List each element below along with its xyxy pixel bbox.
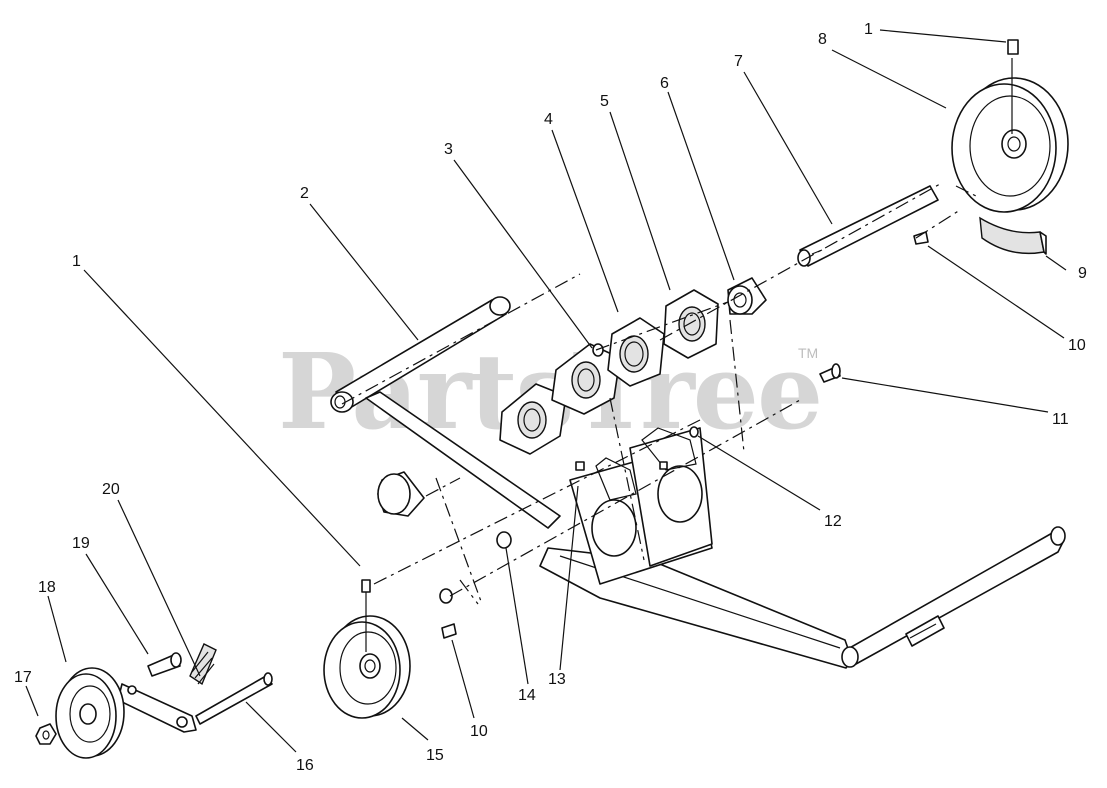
callout-4: 4 bbox=[544, 111, 553, 128]
frame-rod bbox=[365, 391, 561, 529]
center-bracket bbox=[569, 427, 713, 585]
spacer-left bbox=[377, 471, 425, 517]
callout-14: 14 bbox=[518, 687, 536, 704]
callout-11: 11 bbox=[1052, 411, 1069, 428]
callout-8: 8 bbox=[818, 31, 827, 48]
callout-10-lower: 10 bbox=[470, 723, 488, 740]
part-16-idler-arm bbox=[117, 672, 273, 733]
part-9-guard bbox=[979, 216, 1047, 255]
callout-1-top: 1 bbox=[864, 21, 873, 38]
part-11-bolt bbox=[819, 363, 841, 383]
part-5-flange bbox=[663, 289, 719, 359]
part-3-flange-left bbox=[499, 383, 567, 455]
callout-labels: 1 1 2 3 4 5 6 7 8 9 10 10 11 12 13 14 15… bbox=[14, 21, 1087, 774]
callout-12: 12 bbox=[824, 513, 842, 530]
part-19-bolt bbox=[147, 652, 182, 677]
callout-18: 18 bbox=[38, 579, 56, 596]
callout-19: 19 bbox=[72, 535, 90, 552]
callout-5: 5 bbox=[600, 93, 609, 110]
callout-2: 2 bbox=[300, 185, 309, 202]
watermark-trademark: TM bbox=[798, 345, 818, 361]
part-8-pulley bbox=[951, 39, 1069, 213]
callout-6: 6 bbox=[660, 75, 669, 92]
callout-13: 13 bbox=[548, 671, 566, 688]
part-20-spring bbox=[189, 643, 217, 686]
part-14-spacer bbox=[439, 531, 512, 604]
part-6-bushing bbox=[727, 277, 767, 315]
part-10-key-upper bbox=[913, 231, 929, 245]
part-15-pulley bbox=[323, 579, 457, 719]
callout-7: 7 bbox=[734, 53, 743, 70]
part-17-nut bbox=[35, 723, 57, 745]
callout-1-left: 1 bbox=[72, 253, 81, 270]
part-7-shaft bbox=[797, 185, 939, 267]
callout-16: 16 bbox=[296, 757, 314, 774]
part-3-flange-right bbox=[551, 343, 621, 415]
callout-20: 20 bbox=[102, 481, 120, 498]
part-2-shaft bbox=[330, 296, 511, 413]
callout-17: 17 bbox=[14, 669, 32, 686]
callout-15: 15 bbox=[426, 747, 444, 764]
callout-3: 3 bbox=[444, 141, 453, 158]
callout-10-upper: 10 bbox=[1068, 337, 1086, 354]
callout-9: 9 bbox=[1078, 265, 1087, 282]
part-18-idler-pulley bbox=[55, 667, 125, 759]
part-12-nut bbox=[689, 426, 699, 438]
leader-lines bbox=[25, 29, 1067, 753]
